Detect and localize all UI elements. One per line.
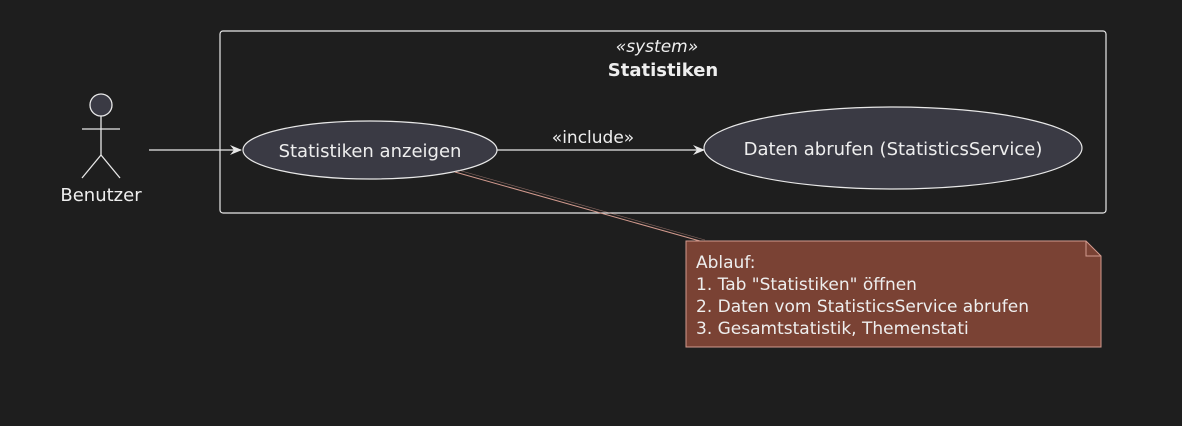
note-line-4: 3. Gesamtstatistik, Themenstati — [696, 319, 969, 339]
note-line-1: Ablauf: — [696, 253, 755, 273]
usecase-statistiken-anzeigen: Statistiken anzeigen — [242, 120, 498, 180]
usecase-label: Statistiken anzeigen — [279, 141, 462, 162]
usecase-daten-abrufen: Daten abrufen (StatisticsService) — [703, 106, 1083, 190]
note-ablauf: Ablauf: 1. Tab "Statistiken" öffnen 2. D… — [685, 240, 1102, 348]
note-line-3: 2. Daten vom StatisticsService abrufen — [696, 297, 1029, 317]
actor-head — [89, 93, 113, 117]
usecase-label: Daten abrufen (StatisticsService) — [744, 139, 1043, 160]
actor-leg-left — [81, 154, 102, 179]
system-stereotype: «system» — [616, 37, 698, 57]
system-title: Statistiken — [608, 60, 719, 81]
actor-label: Benutzer — [60, 185, 142, 206]
actor-leg-right — [100, 154, 121, 179]
note-connector — [454, 169, 706, 242]
actor-benutzer: Benutzer — [60, 93, 142, 206]
note-line-2: 1. Tab "Statistiken" öffnen — [696, 275, 917, 295]
include-label: «include» — [552, 128, 634, 148]
system-boundary: «system» Statistiken — [219, 30, 1107, 214]
svg-text:Ablauf: 1. Tab "Statisti: Ablauf: 1. Tab "Statistiken" öffnen 2. D… — [696, 253, 1034, 339]
